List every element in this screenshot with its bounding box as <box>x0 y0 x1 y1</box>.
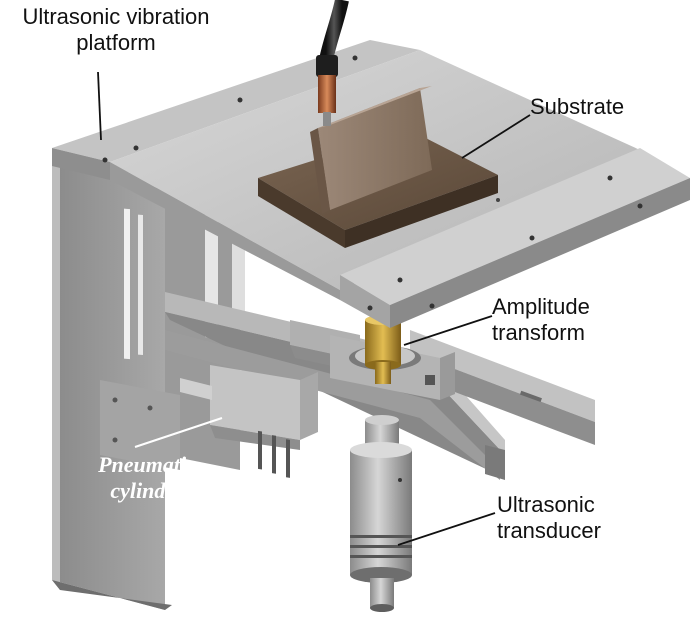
label-amplitude-transform: Amplitude transform <box>492 294 642 346</box>
cylinder-leader <box>134 417 223 448</box>
label-cylinder-line1: Pneumatic <box>98 452 196 477</box>
label-pneumatic-cylinder: Pneumatic cylinder <box>82 452 212 504</box>
ultrasonic-transducer <box>350 415 412 612</box>
substrate <box>258 86 498 248</box>
label-platform-line1: Ultrasonic vibration <box>22 4 210 29</box>
label-platform: Ultrasonic vibration platform <box>0 4 232 56</box>
label-amplitude-line1: Amplitude <box>492 294 590 319</box>
label-cylinder-line2: cylinder <box>110 478 184 503</box>
amplitude-leader-line <box>403 315 493 346</box>
label-transducer-line2: transducer <box>497 518 601 543</box>
label-amplitude-line2: transform <box>492 320 585 345</box>
platform-leader-line <box>97 71 102 141</box>
welding-torch <box>316 0 349 126</box>
cylinder-leader-line <box>134 417 223 448</box>
label-substrate: Substrate <box>530 94 660 120</box>
amplitude-transformer <box>365 315 401 384</box>
substrate-leader-line <box>461 114 531 159</box>
label-platform-line2: platform <box>76 30 156 55</box>
vertical-wall <box>52 150 172 610</box>
transducer-leader-line <box>397 512 496 546</box>
label-substrate-text: Substrate <box>530 94 625 119</box>
leader-lines <box>97 71 531 546</box>
label-transducer-line1: Ultrasonic <box>497 492 595 517</box>
label-ultrasonic-transducer: Ultrasonic transducer <box>497 492 647 544</box>
